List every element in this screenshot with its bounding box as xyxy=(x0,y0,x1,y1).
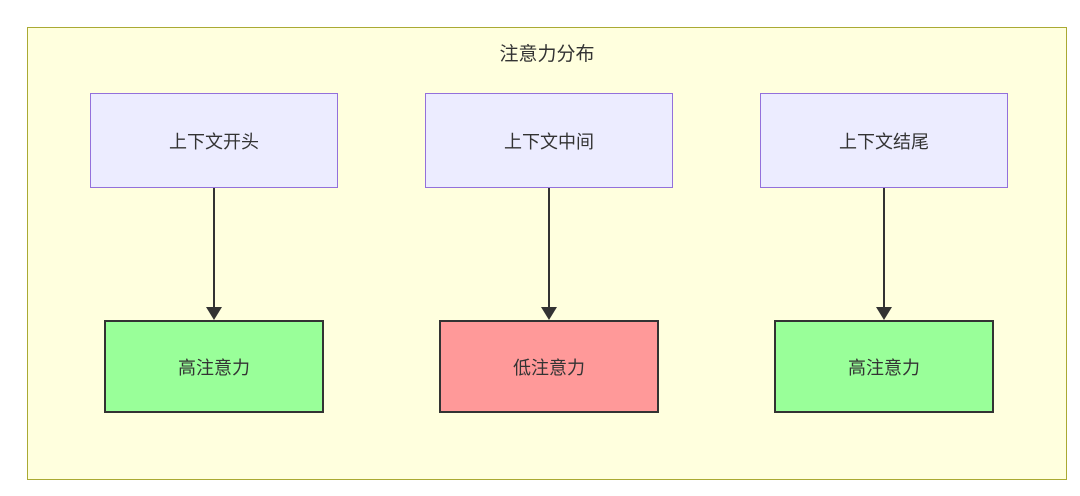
cluster-title: 注意力分布 xyxy=(499,44,595,65)
node-low-attention: 低注意力 xyxy=(439,320,659,413)
arrowhead-down-icon xyxy=(876,307,892,320)
node-high-attention-2: 高注意力 xyxy=(774,320,994,413)
node-context-end: 上下文结尾 xyxy=(760,93,1008,188)
node-low-attention-label: 低注意力 xyxy=(513,357,585,378)
node-high-attention-1-label: 高注意力 xyxy=(178,357,250,378)
node-context-end-label: 上下文结尾 xyxy=(839,131,929,152)
cluster-attention-distribution: 注意力分布 上下文开头 上下文中间 上下文结尾 高注意力 低注意力 xyxy=(27,27,1067,480)
node-context-start-label: 上下文开头 xyxy=(169,131,259,152)
node-context-middle-label: 上下文中间 xyxy=(504,131,594,152)
edge-arrow-end-to-high xyxy=(876,188,892,320)
arrow-line xyxy=(883,188,885,307)
edge-arrow-middle-to-low xyxy=(541,188,557,320)
arrow-line xyxy=(548,188,550,307)
arrowhead-down-icon xyxy=(206,307,222,320)
node-high-attention-2-label: 高注意力 xyxy=(848,357,920,378)
node-context-middle: 上下文中间 xyxy=(425,93,673,188)
edge-arrow-start-to-high xyxy=(206,188,222,320)
arrow-line xyxy=(213,188,215,307)
arrowhead-down-icon xyxy=(541,307,557,320)
node-context-start: 上下文开头 xyxy=(90,93,338,188)
node-high-attention-1: 高注意力 xyxy=(104,320,324,413)
